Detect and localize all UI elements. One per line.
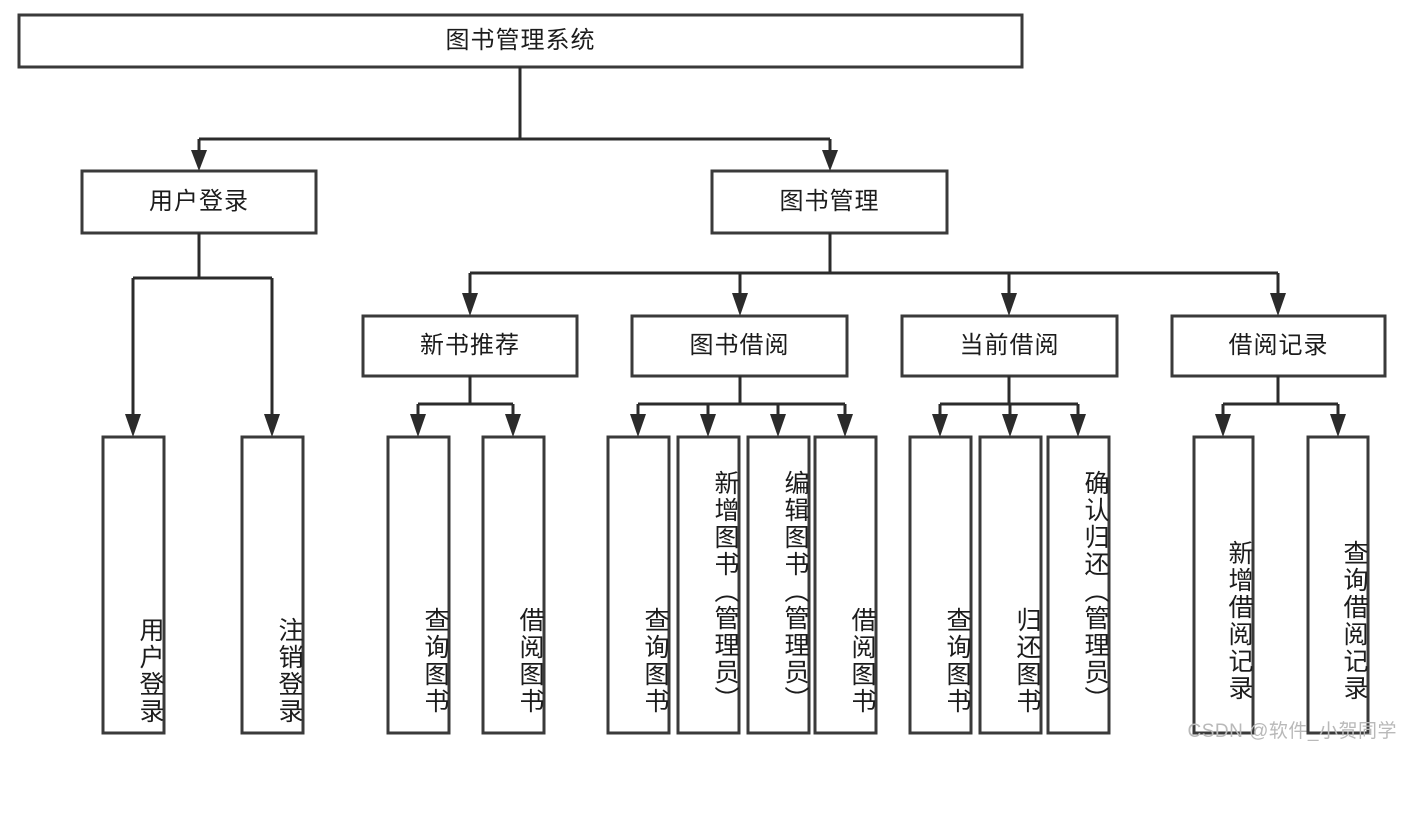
node-box-leaf-add-book[interactable] — [676, 435, 741, 735]
node-box-leaf-query-record[interactable] — [1306, 435, 1370, 735]
node-box-leaf-borrow-book-1[interactable] — [481, 435, 546, 735]
node-label-user-login: 用户登录 — [149, 187, 249, 215]
node-label-leaf-query-book-3: 查询图书 — [943, 607, 971, 715]
node-label-new-book-recommend: 新书推荐 — [420, 331, 520, 359]
node-box-leaf-logout[interactable] — [240, 435, 305, 735]
node-label-leaf-user-login: 用户登录 — [136, 617, 164, 725]
diagram-canvas-root: 图书管理系统 用户登录 图书管理 新书推荐 图书借阅 当前借阅 借阅记录 用户登… — [17, 13, 1397, 742]
node-label-leaf-borrow-book-1: 借阅图书 — [516, 607, 544, 715]
node-box-leaf-borrow-book-2[interactable] — [813, 435, 878, 735]
node-label-leaf-query-book-2: 查询图书 — [641, 607, 669, 715]
node-box-root[interactable] — [17, 13, 1024, 69]
node-label-leaf-add-record: 新增借阅记录 — [1225, 540, 1253, 702]
connector-currentborrow-to-leaves — [932, 376, 1086, 437]
node-label-leaf-logout: 注销登录 — [275, 617, 303, 725]
hierarchy-diagram-svg — [17, 13, 1387, 735]
node-label-leaf-query-record: 查询借阅记录 — [1340, 540, 1368, 702]
connector-records-to-leaves — [1215, 376, 1346, 437]
node-label-leaf-edit-book: 编辑图书（管理员） — [781, 469, 809, 713]
node-label-leaf-query-book-1: 查询图书 — [421, 607, 449, 715]
node-label-leaf-confirm-return: 确认归还（管理员） — [1081, 469, 1109, 713]
node-label-book-borrow: 图书借阅 — [689, 331, 790, 359]
connector-bookmgmt-to-level3 — [462, 233, 1286, 316]
node-box-leaf-confirm-return[interactable] — [1046, 435, 1111, 735]
node-label-book-management: 图书管理 — [779, 187, 880, 215]
node-box-leaf-query-book-3[interactable] — [908, 435, 973, 735]
node-box-leaf-edit-book[interactable] — [746, 435, 811, 735]
node-box-leaf-user-login[interactable] — [101, 435, 166, 735]
connector-root-to-level2 — [191, 67, 838, 171]
node-label-current-borrow: 当前借阅 — [959, 331, 1060, 359]
node-label-leaf-return-book: 归还图书 — [1013, 607, 1041, 715]
node-label-leaf-borrow-book-2: 借阅图书 — [848, 607, 876, 715]
node-label-borrow-records: 借阅记录 — [1228, 331, 1329, 359]
connector-bookborrow-to-leaves — [630, 376, 853, 437]
node-box-leaf-query-book-2[interactable] — [606, 435, 671, 735]
node-box-new-book-recommend[interactable] — [361, 314, 579, 378]
connector-userlogin-to-leaves — [125, 233, 280, 437]
node-label-leaf-add-book: 新增图书（管理员） — [711, 469, 739, 713]
node-box-leaf-return-book[interactable] — [978, 435, 1043, 735]
node-box-user-login[interactable] — [80, 169, 318, 235]
node-label-root: 图书管理系统 — [445, 26, 596, 54]
connector-newbook-to-leaves — [410, 376, 521, 437]
node-box-leaf-query-book-1[interactable] — [386, 435, 451, 735]
node-box-current-borrow[interactable] — [900, 314, 1119, 378]
node-box-leaf-add-record[interactable] — [1192, 435, 1255, 735]
